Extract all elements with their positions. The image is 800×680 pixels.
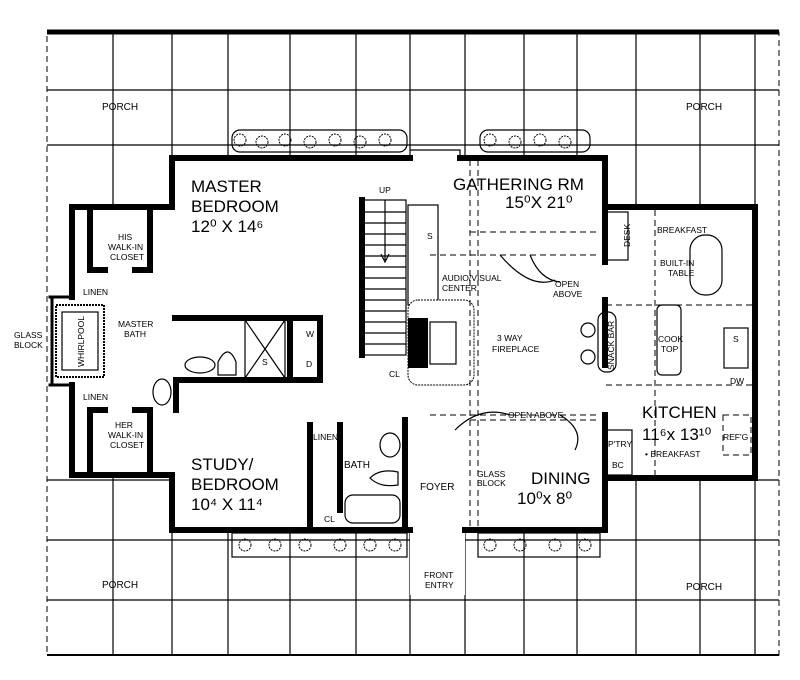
desk-label: DESK — [622, 224, 632, 247]
shrub — [303, 135, 317, 149]
av-center-label: AUDIO/VISUAL — [442, 273, 502, 283]
broom-closet-label: BC — [612, 460, 624, 470]
porch-label: PORCH — [686, 102, 722, 113]
shrub — [233, 133, 247, 147]
study-label: STUDY/ — [191, 455, 254, 474]
front-entry-label: ENTRY — [425, 580, 454, 590]
gathering-room-dims: 15⁰X 21⁰ — [505, 193, 573, 212]
open-above-label: ABOVE — [553, 289, 583, 299]
breakfast-label: BREAKFAST — [657, 225, 707, 235]
shrub — [298, 538, 312, 552]
fireplace-label: FIREPLACE — [492, 344, 540, 354]
study-dims: 10⁴ X 11⁴ — [191, 495, 263, 514]
shrub — [333, 538, 347, 552]
his-closet-label: CLOSET — [110, 252, 144, 262]
his-closet-label: HIS — [118, 232, 133, 242]
stairs-up-label: UP — [379, 185, 391, 195]
room-labels: PORCH PORCH PORCH PORCH MASTER BEDROOM 1… — [14, 102, 748, 593]
porch-label: PORCH — [102, 102, 138, 113]
cook-top-label: TOP — [661, 344, 679, 354]
shrub — [363, 538, 377, 552]
study-label: BEDROOM — [191, 475, 279, 494]
porch-label: PORCH — [686, 582, 722, 593]
av-center-label: CENTER — [442, 283, 477, 293]
dryer-label: D — [306, 359, 312, 369]
shrub — [328, 133, 342, 147]
shrub — [378, 133, 392, 147]
master-bedroom-label: MASTER — [191, 177, 262, 196]
linen-label: LINEN — [83, 287, 108, 297]
glass-block-label: GLASS — [14, 330, 43, 340]
shrub — [483, 133, 497, 147]
shrub — [353, 135, 367, 149]
refrigerator-label: REF'G — [723, 432, 748, 442]
built-in-table-label: TABLE — [668, 268, 695, 278]
fireplace-label: 3 WAY — [497, 333, 523, 343]
shrub — [558, 135, 572, 149]
foyer-label: FOYER — [420, 482, 454, 493]
shrub — [238, 538, 252, 552]
linen-label: LINEN — [313, 432, 338, 442]
shrub — [255, 135, 269, 149]
kitchen-label: KITCHEN — [642, 403, 717, 422]
her-closet-label: CLOSET — [110, 440, 144, 450]
shrub — [548, 538, 562, 552]
master-bedroom-dims: 12⁰ X 14⁶ — [191, 217, 263, 236]
shrub — [388, 538, 402, 552]
his-closet-label: WALK-IN — [108, 242, 143, 252]
bath-label: BATH — [344, 460, 370, 471]
master-bath-label: MASTER — [118, 319, 153, 329]
closet-label: CL — [389, 369, 400, 379]
shrub — [278, 133, 292, 147]
open-above-label: OPEN — [555, 279, 579, 289]
cook-top-label: COOK — [658, 334, 683, 344]
her-closet-label: WALK-IN — [108, 430, 143, 440]
shrub — [268, 538, 282, 552]
shrub — [533, 133, 547, 147]
washer-label: W — [306, 329, 314, 339]
closet-label: CL — [324, 514, 335, 524]
master-bedroom-label: BEDROOM — [191, 197, 279, 216]
sink-label: S — [427, 231, 433, 241]
stairs[interactable] — [361, 199, 407, 356]
her-closet-label: HER — [115, 420, 133, 430]
front-entry-label: FRONT — [424, 570, 453, 580]
kitchen-sub-label: • BREAKFAST — [645, 449, 700, 459]
fixtures — [55, 160, 752, 528]
shrub — [513, 538, 527, 552]
shrub — [483, 538, 497, 552]
dining-label: DINING — [531, 469, 591, 488]
built-in-table-label: BUILT-IN — [660, 258, 694, 268]
glass-block-label: BLOCK — [477, 478, 506, 488]
shrub — [578, 538, 592, 552]
glass-block-label: BLOCK — [14, 340, 43, 350]
shower-label: S — [262, 357, 268, 367]
glass-block-label: GLASS — [477, 469, 506, 479]
pantry-label: P'TRY — [608, 439, 632, 449]
gathering-room-label: GATHERING RM — [453, 175, 584, 194]
dishwasher-label: DW — [730, 376, 744, 386]
shrub — [508, 135, 522, 149]
dining-dims: 10⁰x 8⁰ — [517, 489, 572, 508]
whirlpool-label: WHIRLPOOL — [76, 316, 86, 367]
master-bath-label: BATH — [124, 329, 146, 339]
linen-label: LINEN — [83, 392, 108, 402]
snack-bar-label: SNACK BAR — [606, 321, 616, 370]
open-above-label: OPEN ABOVE — [508, 410, 564, 420]
kitchen-dims: 11⁶x 13¹⁰ — [642, 425, 711, 444]
sink-label: S — [733, 334, 739, 344]
porch-label: PORCH — [102, 580, 138, 591]
